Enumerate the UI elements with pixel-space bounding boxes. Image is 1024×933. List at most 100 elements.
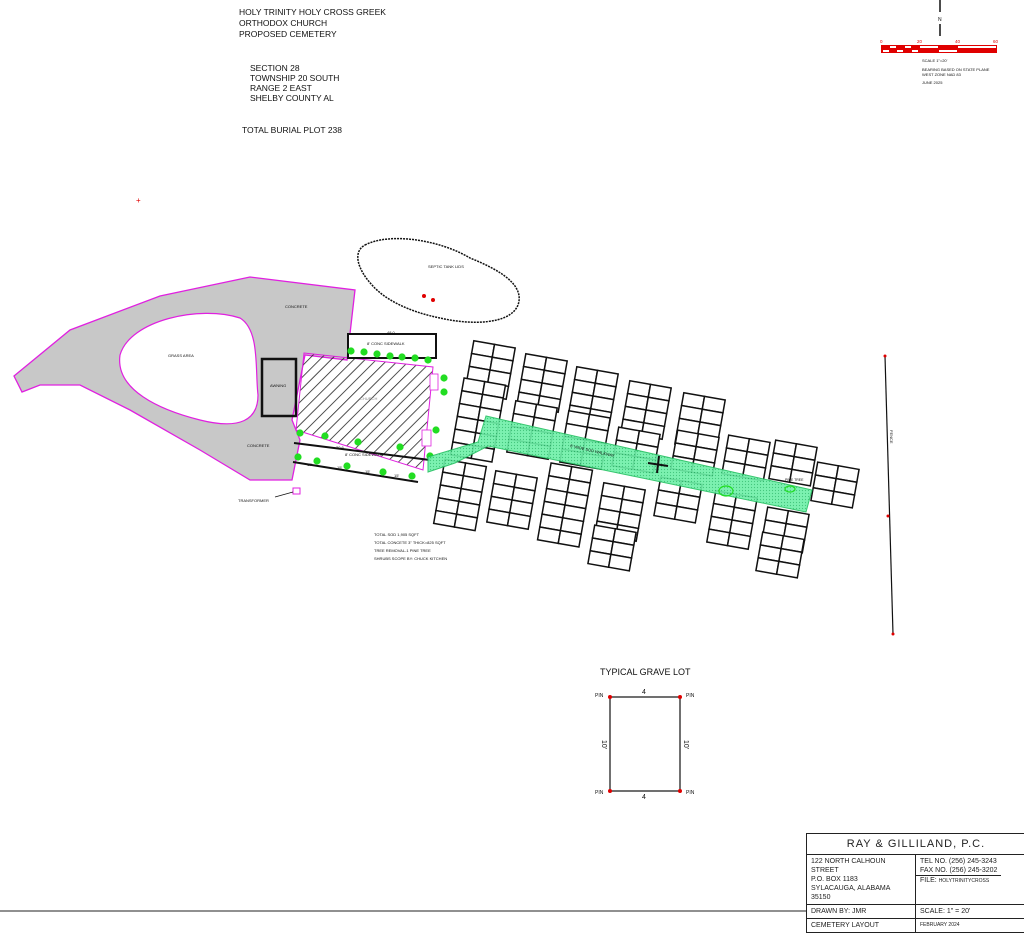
sheet-title: CEMETERY LAYOUT xyxy=(807,919,916,932)
shrub-icon xyxy=(343,462,351,470)
drawing-date: FEBRUARY 2024 xyxy=(920,922,960,928)
grave-plot xyxy=(788,468,814,487)
plot-block xyxy=(755,531,805,579)
shrub-icon xyxy=(386,352,394,360)
lot-length: 10' xyxy=(682,740,689,749)
plot-block xyxy=(593,481,647,543)
survey-cross-icon xyxy=(647,455,669,474)
shrub-icon xyxy=(347,347,355,355)
survey-date: JUNE 2025 xyxy=(922,80,943,85)
north-arrow-icon: N xyxy=(938,0,942,36)
shrub-icon xyxy=(440,388,448,396)
pin-marker xyxy=(678,695,682,699)
grave-plot xyxy=(775,560,801,579)
grave-plot xyxy=(673,505,699,524)
grass-area-label: GRASS AREA xyxy=(168,353,194,358)
control-point-icon: + xyxy=(136,196,141,205)
church-label: CHURCH xyxy=(360,396,377,401)
title-line: PROPOSED CEMETERY xyxy=(239,29,337,39)
scale-tick: 20 xyxy=(917,39,923,44)
scale-tick: 40 xyxy=(955,39,961,44)
grave-plot xyxy=(607,553,633,572)
grave-plot xyxy=(453,513,479,532)
project-title: HOLY TRINITY HOLY CROSS GREEK ORTHODOX C… xyxy=(239,7,386,39)
address-line: 122 NORTH CALHOUN STREET xyxy=(811,858,886,874)
pin-marker xyxy=(678,789,682,793)
plot-block xyxy=(536,462,594,548)
pin-marker xyxy=(608,789,612,793)
location-line: RANGE 2 EAST xyxy=(250,83,312,93)
grave-plot xyxy=(557,529,583,548)
tree-removal xyxy=(718,485,734,497)
church-building xyxy=(295,352,434,471)
dimension: 15' xyxy=(365,469,370,474)
file-name: HOLYTRINITYCROSS xyxy=(938,878,990,884)
scale-tick: 0 xyxy=(880,39,883,44)
bearing-text: BEARING BASED ON STATE PLANE xyxy=(922,67,990,72)
shrub-icon xyxy=(432,426,440,434)
title-block: RAY & GILLILAND, P.C. 122 NORTH CALHOUN … xyxy=(806,833,1024,933)
file-label: FILE: xyxy=(920,877,937,884)
shrub-icon xyxy=(398,353,406,361)
sod-walkway xyxy=(427,415,813,513)
site-notes: TOTAL SOD 1,905 SQFT TOTAL CONCETE 3" TH… xyxy=(374,532,447,561)
typical-grave-lot: TYPICAL GRAVE LOT PIN PIN PIN PIN 4 4 10… xyxy=(595,667,695,801)
pin-label: PIN xyxy=(686,693,695,699)
sidewalk-length: 48.0 xyxy=(387,330,396,335)
scale-text: SCALE 1"=20' xyxy=(922,58,948,63)
shrub-icon xyxy=(440,374,448,382)
grave-plot xyxy=(726,531,752,551)
sidewalk-label: 8' CONC SIDEWALK xyxy=(345,452,383,457)
address-line: SYLACAUGA, ALABAMA 35150 xyxy=(811,885,890,901)
shrub-icon xyxy=(294,453,302,461)
plot-block xyxy=(810,461,860,509)
shrub-icon xyxy=(408,472,416,480)
grave-plot xyxy=(506,511,532,531)
grave-plot xyxy=(810,486,835,506)
pin-label: PIN xyxy=(686,790,695,796)
note: TOTAL CONCETE 3" THICK=825 SQFT xyxy=(374,540,446,545)
lot-width: 4 xyxy=(642,689,646,696)
firm-contact: TEL NO. (256) 245-3243 FAX NO. (256) 245… xyxy=(916,855,1002,904)
pin-marker xyxy=(608,695,612,699)
sidewalk-bottom xyxy=(292,442,431,483)
septic-lid xyxy=(431,298,435,302)
dimension: 15' xyxy=(307,462,312,467)
plot-block xyxy=(485,469,539,531)
dimension: 15' xyxy=(337,465,342,470)
concrete-label: CONCRETE xyxy=(247,443,270,448)
bearing-text: WEST ZONE NAD 83 xyxy=(922,72,962,77)
plot-block xyxy=(768,439,818,487)
grave-plot xyxy=(587,549,612,569)
steps xyxy=(421,429,432,447)
dimension: 15' xyxy=(394,473,399,478)
pin-label: PIN xyxy=(595,790,604,796)
drawing-scale: SCALE: 1" = 20' xyxy=(920,908,971,915)
typical-lot-title: TYPICAL GRAVE LOT xyxy=(600,667,691,677)
total-plots-label: TOTAL BURIAL PLOT 238 xyxy=(242,125,342,135)
shrub-icon xyxy=(379,468,387,476)
grave-plot xyxy=(755,556,780,576)
pin-label: PIN xyxy=(595,693,604,699)
grave-plot xyxy=(432,509,458,528)
address-line: P.O. BOX 1183 xyxy=(811,876,858,883)
north-label: N xyxy=(938,17,942,23)
shrub-icon xyxy=(424,356,432,364)
location-line: TOWNSHIP 20 SOUTH xyxy=(250,73,339,83)
sidewalk-label: 8' CONC SIDEWALK xyxy=(367,341,405,346)
shrub-icon xyxy=(321,432,329,440)
grave-plot xyxy=(485,508,511,527)
fence-label: FENCE xyxy=(889,430,894,444)
steps xyxy=(429,373,439,391)
awning-label: AWNING xyxy=(270,383,286,388)
grave-plot xyxy=(536,526,562,545)
plot-block xyxy=(432,458,488,532)
shrub-icon xyxy=(360,348,368,356)
phone: TEL NO. (256) 245-3243 xyxy=(920,858,997,865)
grave-plot xyxy=(705,528,731,547)
septic-area xyxy=(357,237,520,323)
grass-area xyxy=(119,312,259,425)
shrub-icon xyxy=(313,457,321,465)
location-line: SHELBY COUNTY AL xyxy=(250,93,334,103)
septic-lid xyxy=(422,294,426,298)
